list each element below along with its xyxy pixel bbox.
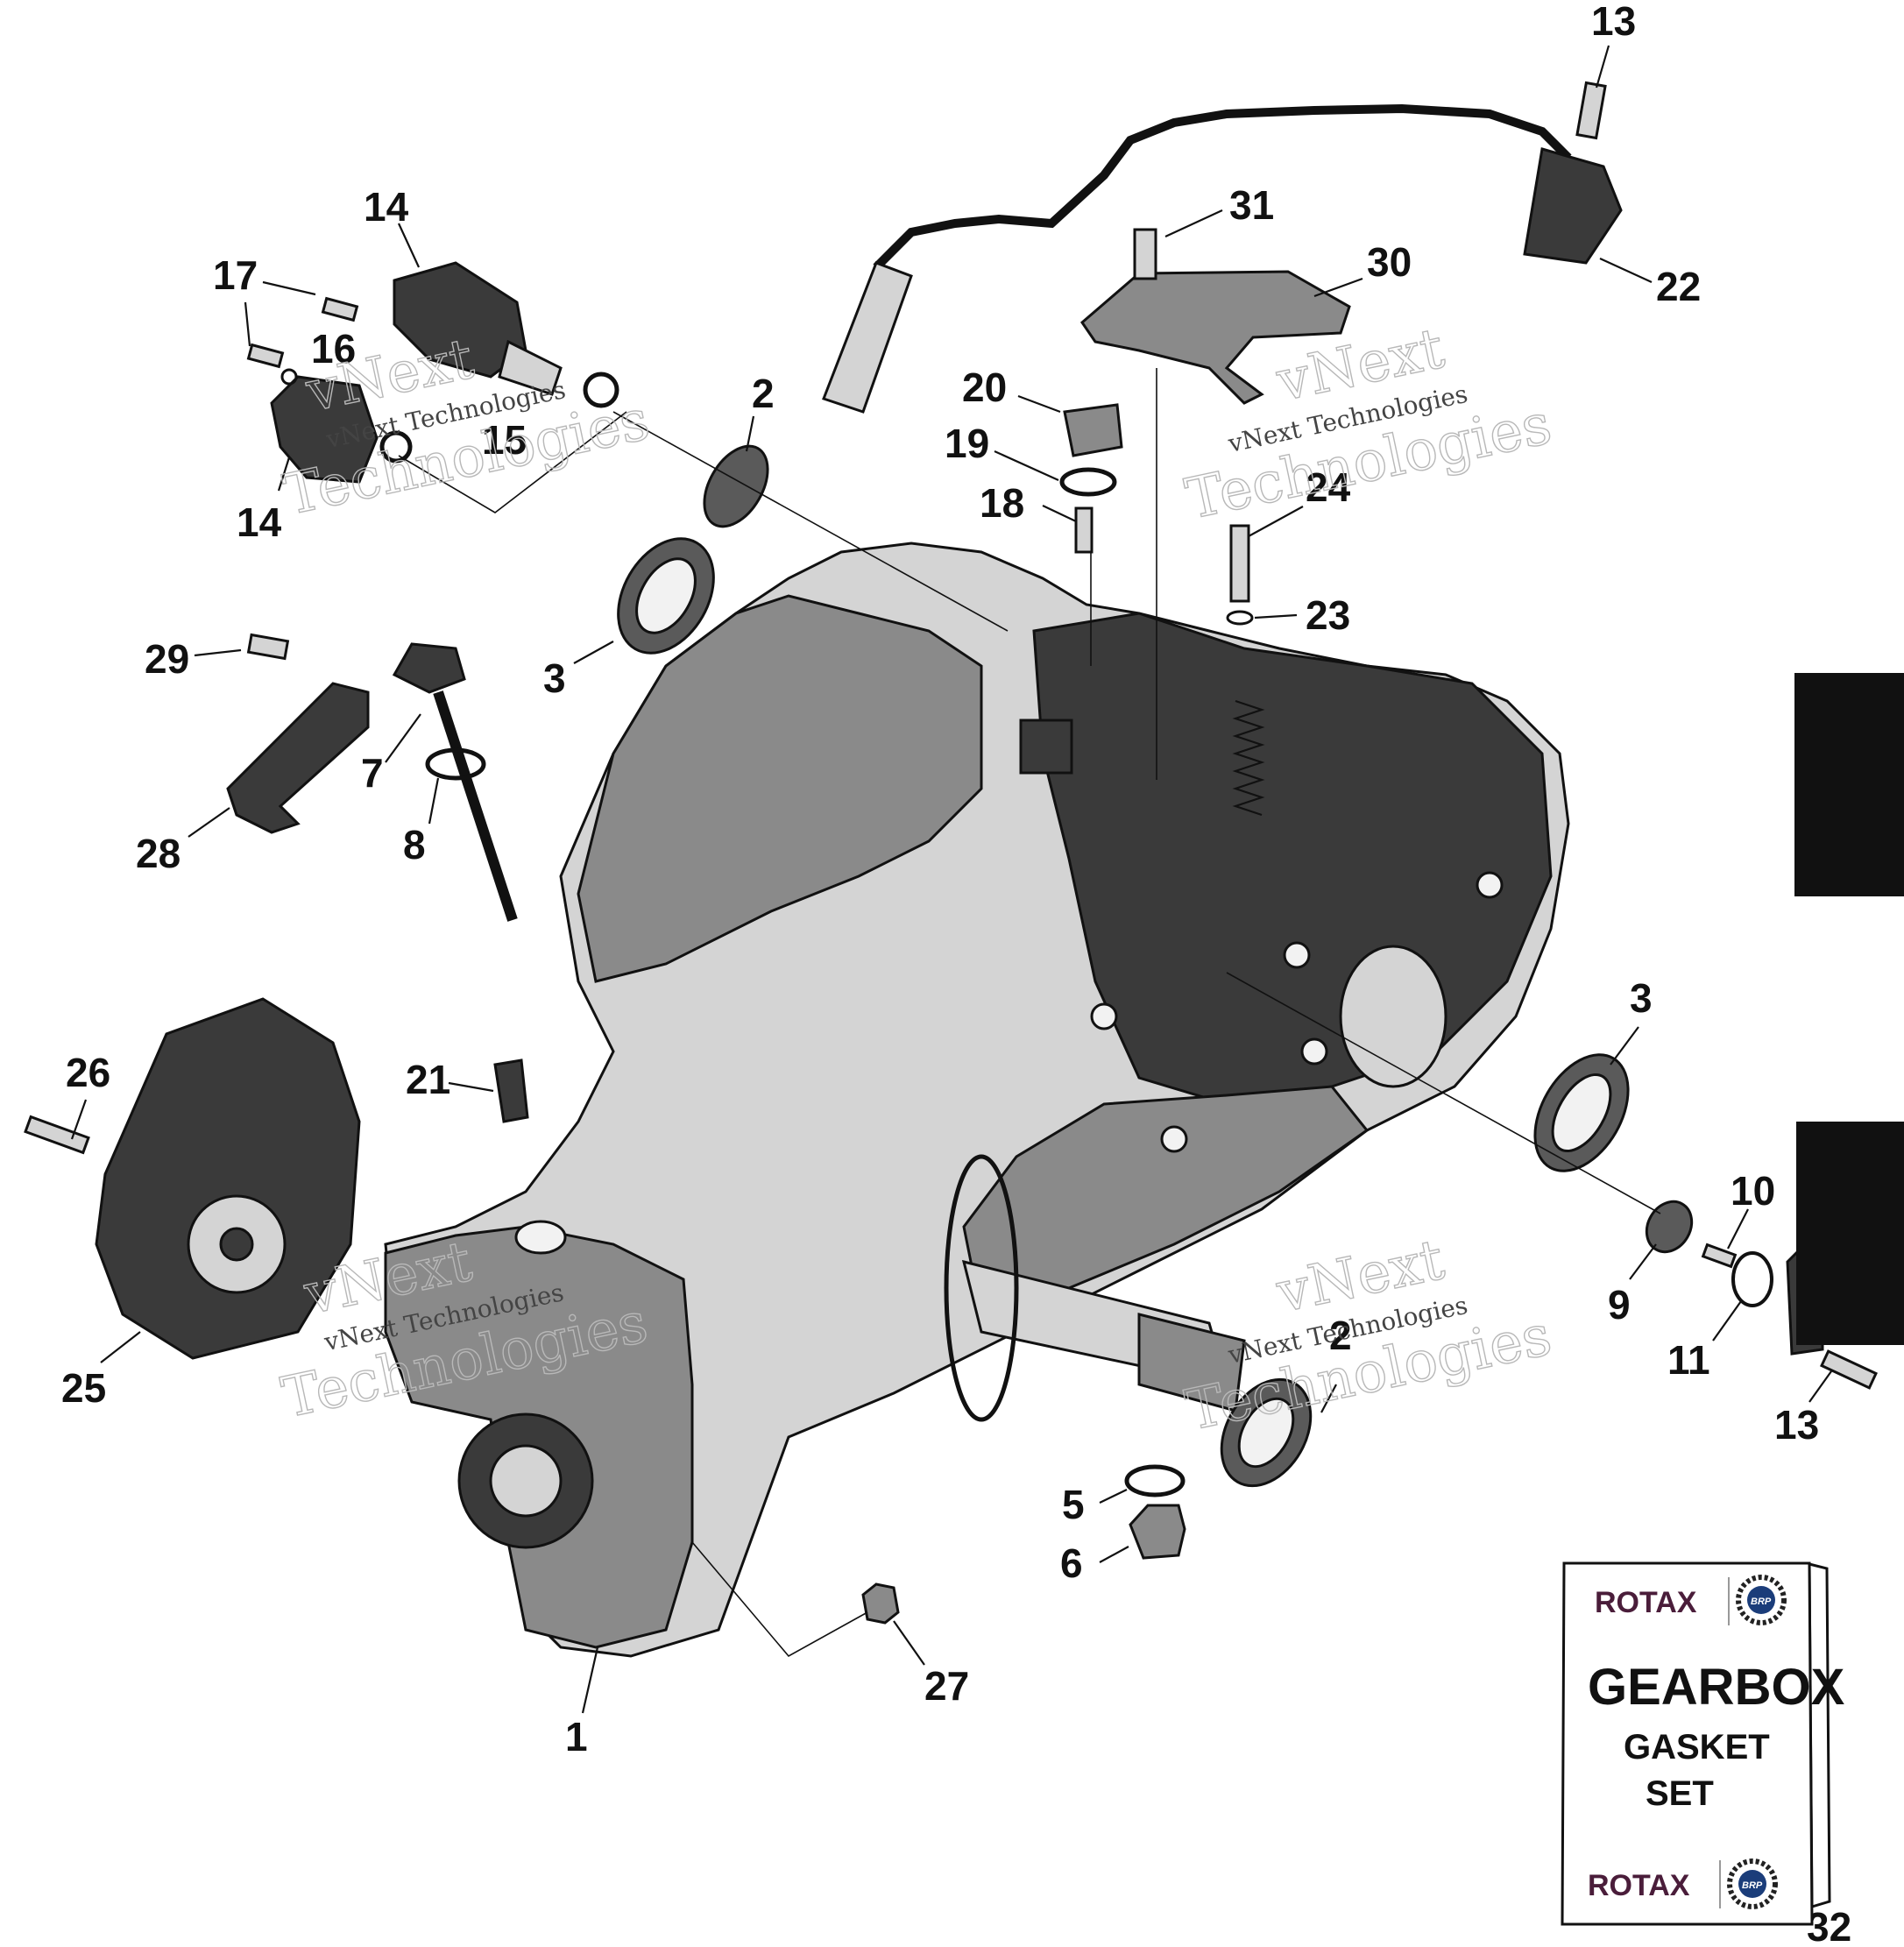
washer-23 <box>1226 610 1254 626</box>
callout-3-right: 3 <box>1630 975 1653 1021</box>
brp-badge-bottom: BRP <box>1727 1858 1778 1909</box>
callout-13-bottom: 13 <box>1774 1402 1819 1448</box>
shift-sensor-14-upper <box>393 261 563 396</box>
callout-32: 32 <box>1807 1904 1851 1947</box>
kit-title-gasket: GASKET <box>1624 1728 1770 1766</box>
callout-13-top: 13 <box>1591 0 1636 44</box>
bolt-13-top <box>1575 81 1607 140</box>
gasket-kit-box: ROTAX BRP GEARBOX GASKET SET ROTAX BRP <box>1561 1561 1845 1926</box>
callout-2-top: 2 <box>752 371 775 416</box>
seal-9 <box>1645 1200 1694 1254</box>
o-ring-8 <box>425 747 486 781</box>
bolt-13-bottom <box>1820 1349 1878 1390</box>
plug-21 <box>493 1058 529 1123</box>
rotax-logo-top: ROTAX <box>1595 1586 1697 1619</box>
callout-29: 29 <box>145 636 189 682</box>
callout-30: 30 <box>1367 239 1412 285</box>
callout-6: 6 <box>1060 1540 1083 1586</box>
output-shaft <box>944 1154 1246 1422</box>
watermark-bottom-right: vNext Technologies vNext Technologies <box>1179 1227 1557 1444</box>
svg-text:BRP: BRP <box>1742 1880 1763 1891</box>
o-ring-15b <box>379 430 413 464</box>
callout-9: 9 <box>1608 1282 1631 1328</box>
svg-text:BRP: BRP <box>1751 1597 1772 1607</box>
plug-6 <box>1129 1504 1186 1560</box>
callout-18: 18 <box>980 480 1024 526</box>
callout-22: 22 <box>1656 264 1701 309</box>
side-tab-upper <box>1794 673 1904 896</box>
dipstick-7 <box>392 642 518 922</box>
washer-19 <box>1059 467 1117 497</box>
bolt-10 <box>1701 1243 1738 1269</box>
callout-14-upper: 14 <box>364 184 409 230</box>
callout-10: 10 <box>1731 1168 1775 1214</box>
side-tab-lower <box>1796 1122 1904 1345</box>
callout-28: 28 <box>136 831 180 876</box>
pump-25 <box>95 997 361 1360</box>
washer-5 <box>1124 1464 1186 1497</box>
kit-title-set: SET <box>1646 1774 1714 1813</box>
callout-8: 8 <box>403 822 426 867</box>
bolt-26 <box>24 1115 90 1155</box>
plug-20 <box>1063 403 1123 457</box>
seal-2-top <box>703 444 769 528</box>
callout-17: 17 <box>213 252 258 298</box>
dowel-18 <box>1074 506 1094 554</box>
nut-27 <box>861 1582 900 1625</box>
callout-24: 24 <box>1306 464 1351 510</box>
shift-sensor-14-lower <box>270 375 379 484</box>
callout-11: 11 <box>1667 1337 1710 1383</box>
rotax-logo-bottom: ROTAX <box>1588 1869 1690 1902</box>
bolt-17b <box>246 343 285 369</box>
leader-lines <box>70 45 1832 1909</box>
callout-5: 5 <box>1062 1482 1085 1527</box>
callout-1: 1 <box>565 1714 588 1759</box>
o-ring-15a <box>583 372 619 408</box>
callout-16: 16 <box>311 326 356 372</box>
o-ring-16 <box>280 368 298 386</box>
bracket-28 <box>226 682 370 834</box>
callout-21: 21 <box>406 1057 450 1102</box>
callout-numbers: 13 14 17 16 15 14 2 31 30 22 20 19 18 24… <box>61 0 1851 1947</box>
assembly-lines <box>398 368 1661 1658</box>
callout-27: 27 <box>924 1663 969 1709</box>
callout-15: 15 <box>482 417 527 463</box>
callout-20: 20 <box>962 365 1007 410</box>
bracket-30 <box>1080 270 1351 405</box>
callout-14-lower: 14 <box>237 499 282 545</box>
kit-title-gearbox: GEARBOX <box>1588 1659 1845 1716</box>
callout-25: 25 <box>61 1365 106 1411</box>
callout-31: 31 <box>1229 182 1274 228</box>
callout-23: 23 <box>1306 592 1350 638</box>
bolt-24 <box>1229 524 1250 603</box>
speed-sensor-22 <box>822 103 1623 414</box>
brp-badge-top: BRP <box>1736 1575 1787 1625</box>
callout-26: 26 <box>66 1050 110 1095</box>
bolt-17a <box>321 296 359 322</box>
callout-3-top: 3 <box>543 655 566 701</box>
bolt-29 <box>246 633 290 661</box>
callout-2-bottom: 2 <box>1329 1313 1352 1358</box>
bolt-31 <box>1133 228 1157 280</box>
o-ring-11 <box>1731 1251 1773 1307</box>
callout-7: 7 <box>361 750 384 796</box>
gearbox-housing <box>384 542 1570 1658</box>
callout-19: 19 <box>945 421 989 466</box>
